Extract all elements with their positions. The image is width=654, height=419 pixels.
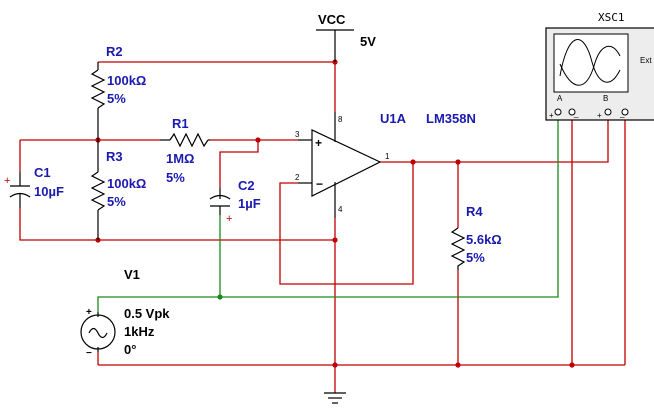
scope-a-minus: _ [573, 109, 579, 118]
resistor-r2[interactable]: R2 100kΩ 5% [90, 44, 146, 140]
junction-gnd-opamp [332, 237, 338, 243]
r2-value: 100kΩ [107, 73, 146, 88]
opamp-pin-inv: 2 [295, 173, 300, 182]
source-v1[interactable]: + − V1 0.5 Vpk 1kHz 0° [80, 267, 170, 359]
v1-phase: 0° [124, 342, 136, 357]
opamp-pin-vcc: 8 [338, 115, 343, 124]
c2-ref: C2 [238, 178, 255, 193]
scope-trace-b [559, 45, 621, 86]
capacitor-c2[interactable]: + C2 1µF [209, 178, 261, 225]
vcc-value: 5V [360, 34, 376, 49]
opamp-pin-out: 1 [385, 152, 390, 161]
r2-ref: R2 [106, 44, 123, 59]
scope-ref: XSC1 [598, 11, 625, 24]
r1-value: 1MΩ [166, 151, 194, 166]
wires [19, 61, 626, 393]
c1-polarity-plus: + [4, 175, 10, 187]
c2-polarity-plus: + [226, 213, 232, 225]
r3-value: 100kΩ [107, 176, 146, 191]
opamp-triangle-icon [311, 129, 382, 197]
opamp-minus-sign: − [316, 177, 323, 191]
scope-trace-a [559, 39, 621, 83]
junctions [95, 59, 575, 368]
r1-tolerance: 5% [166, 170, 185, 185]
r4-tolerance: 5% [466, 250, 485, 265]
opamp-ref: U1A [380, 111, 407, 126]
scope-terminal-a-plus[interactable] [554, 108, 562, 116]
scope-screen [553, 33, 629, 93]
junction-gnd-scope-a [569, 362, 575, 368]
wire-c1-bottom [19, 208, 98, 241]
opamp-pin-noninv: 3 [295, 130, 300, 139]
resistor-r4[interactable]: R4 5.6kΩ 5% [450, 204, 502, 270]
opamp-part: LM358N [426, 111, 476, 126]
r1-ref: R1 [172, 116, 189, 131]
scope-terminal-a-minus[interactable] [568, 108, 576, 116]
r4-ref: R4 [466, 204, 483, 219]
scope-b-plus: + [597, 111, 602, 120]
junction-r4 [455, 159, 461, 165]
wire-v1-signal [97, 118, 559, 312]
junction-gnd-r4 [455, 362, 461, 368]
opamp-plus-sign: + [315, 136, 322, 150]
opamp-pin-gnd: 4 [338, 205, 343, 214]
v1-minus-sign: − [86, 348, 92, 359]
r3-ref: R3 [106, 149, 123, 164]
r2-tolerance: 5% [107, 91, 126, 106]
scope-terminal-b-plus[interactable] [604, 108, 612, 116]
v1-ref: V1 [124, 267, 140, 282]
vcc-label: VCC [318, 12, 346, 27]
r4-value: 5.6kΩ [466, 232, 502, 247]
junction-output [410, 159, 416, 165]
c1-value: 10µF [34, 184, 64, 199]
vcc-source[interactable]: VCC 5V [316, 12, 376, 62]
c1-ref: C1 [34, 165, 51, 180]
input-wires [97, 118, 559, 312]
junction-gnd-main [332, 362, 338, 368]
opamp-u1a[interactable]: + − 3 2 1 8 4 U1A LM358N [295, 111, 476, 218]
wire-c2-top [219, 140, 259, 188]
scope-terminal-b-minus[interactable] [621, 108, 629, 116]
scope-a-plus: + [549, 111, 554, 120]
wire-output [380, 118, 609, 163]
junction-c2 [255, 137, 261, 143]
scope-channel-a: A [557, 94, 563, 103]
resistor-r1[interactable]: R1 1MΩ 5% [160, 116, 210, 185]
v1-amplitude: 0.5 Vpk [124, 306, 170, 321]
capacitor-c1[interactable]: + C1 10µF [4, 165, 64, 208]
resistor-r3[interactable]: R3 100kΩ 5% [90, 140, 146, 240]
scope-ext-label: Ext [640, 56, 652, 65]
r3-tolerance: 5% [107, 194, 126, 209]
oscilloscope-xsc1[interactable]: XSC1 Ext A B + _ + _ [545, 11, 654, 121]
wire-feedback [279, 162, 414, 285]
scope-channel-b: B [603, 94, 608, 103]
v1-plus-sign: + [86, 307, 92, 318]
ground-symbol [324, 392, 346, 404]
v1-frequency: 1kHz [124, 324, 155, 339]
c2-value: 1µF [238, 196, 261, 211]
junction-input [217, 294, 223, 300]
